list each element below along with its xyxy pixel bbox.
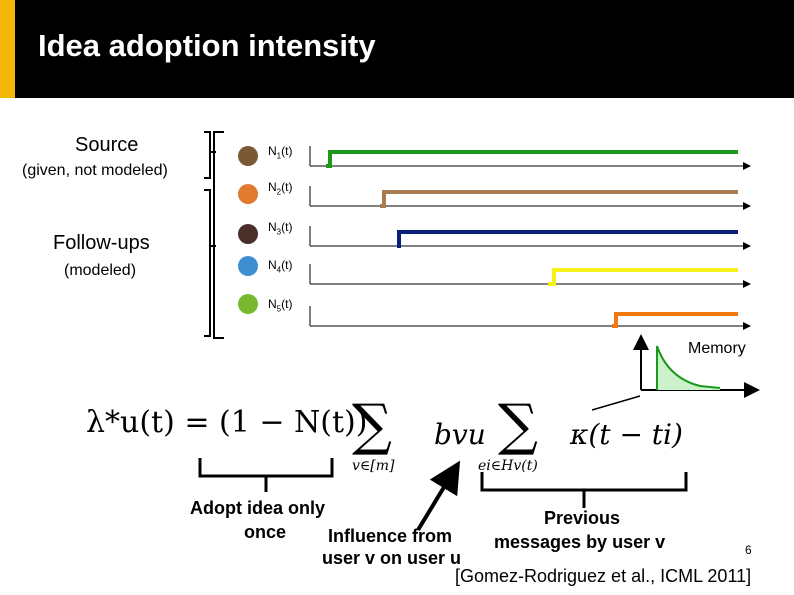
followups-sublabel: (modeled) [64, 262, 137, 279]
memory-kernel-plot [633, 334, 760, 398]
process-label-5: N5(t) [268, 297, 293, 314]
annotation-previous-line1: Previous [544, 508, 621, 528]
annotation-adopt-line2: once [244, 522, 287, 542]
sum2-subscript: ei∈Hv(t) [478, 458, 538, 474]
underbrace-adopt [198, 458, 334, 478]
timeline-row-3 [309, 226, 751, 250]
formula-b: bvu [434, 418, 486, 451]
user-avatar-3 [238, 224, 258, 244]
intensity-formula: λ*u(t) = (1 − N(t)) [86, 405, 367, 440]
process-line-4 [548, 268, 738, 286]
timeline-row-4 [309, 264, 751, 288]
sum-symbol-2: ∑ [498, 393, 538, 458]
slide-title: Idea adoption intensity [38, 28, 376, 63]
title-accent-bar [0, 0, 15, 98]
group-bracket [213, 131, 224, 339]
influence-arrow [416, 460, 461, 532]
user-avatar-2 [238, 184, 258, 204]
process-label-2: N2(t) [268, 180, 293, 197]
source-brace [204, 131, 216, 179]
memory-label: Memory [688, 340, 746, 357]
user-avatar-1 [238, 146, 258, 166]
formula-kernel: κ(t − ti) [570, 418, 683, 451]
annotation-previous-line2: messages by user v [494, 532, 666, 552]
annotation-influence-line2: user v on user u [322, 548, 462, 568]
formula-lhs: λ*u(t) = (1 − N(t)) [86, 405, 368, 440]
process-line-3 [397, 230, 738, 248]
timeline-row-1 [309, 146, 751, 170]
source-label: Source [75, 134, 139, 156]
process-label-4: N4(t) [268, 258, 293, 275]
citation: [Gomez-Rodriguez et al., ICML 2011] [455, 566, 752, 586]
source-sublabel: (given, not modeled) [22, 162, 168, 179]
user-avatar-4 [238, 256, 258, 276]
process-line-1 [326, 150, 738, 168]
process-label-3: N3(t) [268, 220, 293, 237]
kernel-fill [657, 346, 720, 390]
underbrace-previous [480, 472, 688, 492]
timeline-row-5 [309, 306, 751, 330]
process-line-5 [612, 312, 738, 328]
timeline-row-2 [309, 186, 751, 210]
kernel-curve [656, 345, 721, 390]
annotation-influence-line1: Influence from [328, 526, 453, 546]
sum-symbol-1: ∑ [352, 393, 392, 458]
annotation-adopt-line1: Adopt idea only [190, 498, 325, 518]
process-label-1: N1(t) [268, 144, 293, 161]
user-avatar-5 [238, 294, 258, 314]
process-line-2 [380, 190, 738, 208]
followups-label: Follow-ups [53, 232, 150, 254]
followup-brace [204, 189, 216, 337]
page-number: 6 [745, 543, 752, 557]
memory-pointer [591, 395, 641, 411]
sum1-subscript: v∈[m] [352, 458, 395, 474]
title-bar: Idea adoption intensity [0, 0, 794, 98]
